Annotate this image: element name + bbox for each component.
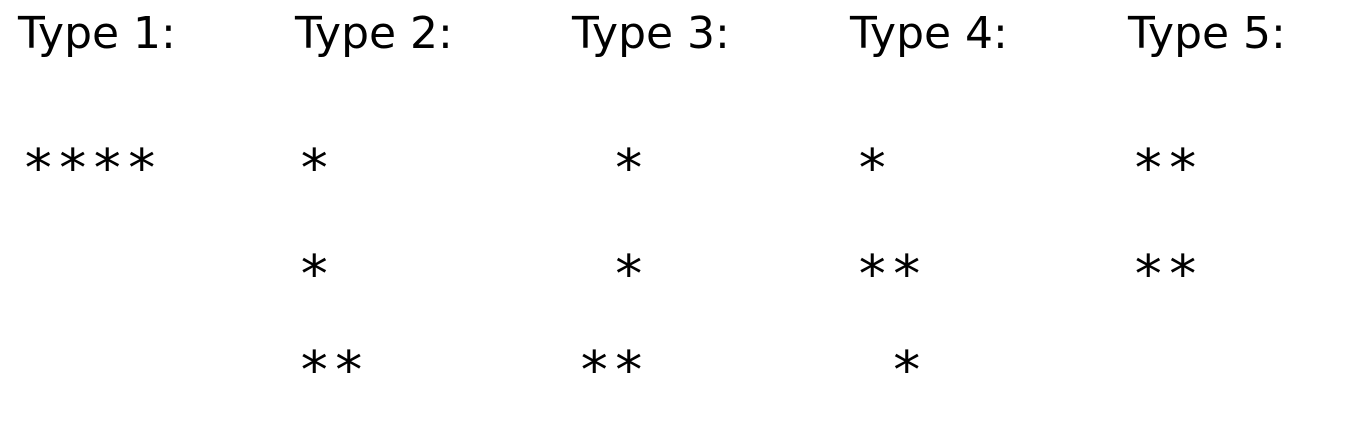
type-4-row-1: * — [856, 138, 891, 199]
type-3-row-3: ** — [578, 340, 648, 401]
type-5-row-1: ** — [1132, 138, 1202, 199]
type-2-row-1: * — [298, 138, 333, 199]
type-5-label: Type 5: — [1128, 8, 1286, 59]
type-4-row-2: ** — [856, 244, 926, 305]
type-2-row-2: * — [298, 244, 333, 305]
type-2-label: Type 2: — [295, 8, 453, 59]
type-3-row-1: * — [578, 138, 648, 199]
type-3-row-2: * — [578, 244, 648, 305]
type-2-row-3: ** — [298, 340, 368, 401]
type-1-label: Type 1: — [18, 8, 176, 59]
type-4-row-3: * — [856, 340, 926, 401]
type-1-row-1: **** — [22, 138, 161, 199]
type-4-label: Type 4: — [850, 8, 1008, 59]
type-5-row-2: ** — [1132, 244, 1202, 305]
type-3-label: Type 3: — [572, 8, 730, 59]
